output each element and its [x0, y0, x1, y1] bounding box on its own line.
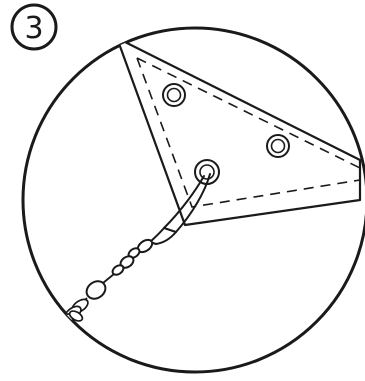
grommet [267, 135, 289, 157]
step-badge: 3 [12, 5, 56, 49]
step-number: 3 [24, 11, 43, 46]
grommet [163, 84, 185, 106]
